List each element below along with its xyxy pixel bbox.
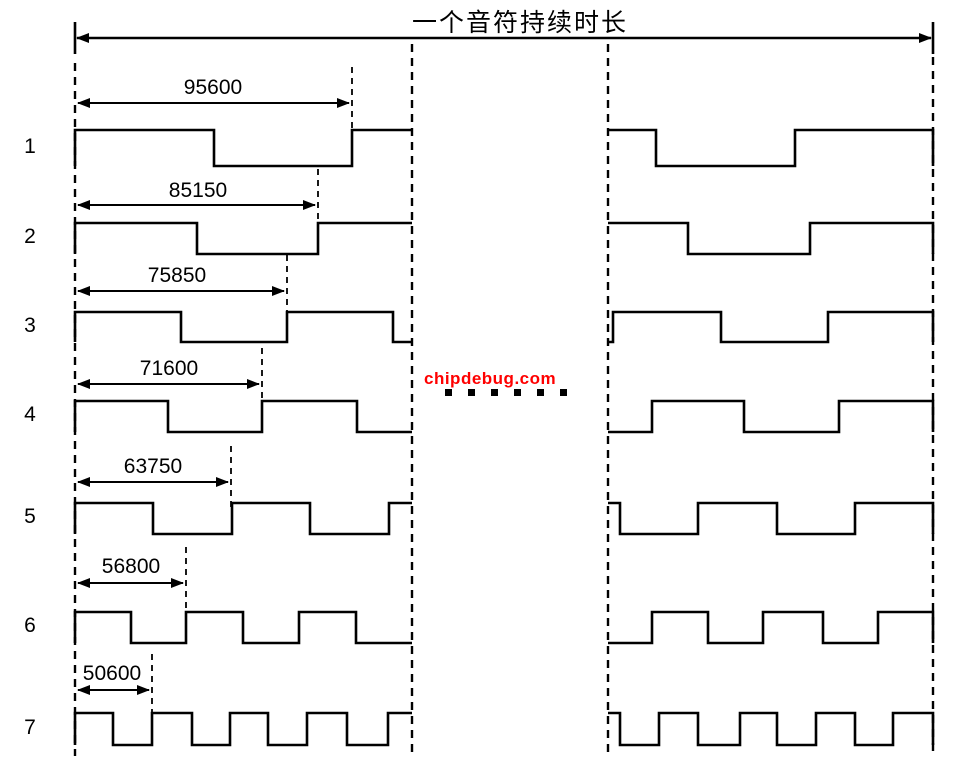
row-label: 5 [24,505,36,528]
row-label: 2 [24,225,36,248]
waveform-row-7-left [73,711,412,747]
continuation-dot [560,389,567,396]
row-label: 7 [24,716,36,739]
waveform-row-3-left [73,310,412,344]
waveform-row-7-right [608,711,935,747]
waveform-row-2-right [608,221,935,256]
continuation-dot [537,389,544,396]
row-label: 1 [24,135,36,158]
period-value: 50600 [82,662,142,685]
waveform-row-3-right [608,310,935,344]
waveform-row-6-right [608,610,935,645]
waveform-row-4-right [608,399,935,434]
waveform-row-1-left [73,128,412,168]
waveform-row-5-right [608,501,935,536]
continuation-dot [468,389,475,396]
period-value: 63750 [123,455,183,478]
page-title: 一个音符持续时长 [411,9,628,37]
watermark-text: chipdebug.com [424,369,557,388]
row-label: 6 [24,614,36,637]
waveform-row-2-left [73,221,412,256]
waveform-row-6-left [73,610,412,645]
period-value: 95600 [183,76,243,99]
waveform-row-5-left [73,501,412,536]
continuation-dot [445,389,452,396]
row-label: 3 [24,314,36,337]
period-value: 56800 [101,555,161,578]
waveform-row-1-right [608,128,935,168]
row-label: 4 [24,403,36,426]
continuation-dot [491,389,498,396]
waveform-row-4-left [73,399,412,434]
period-value: 75850 [147,264,207,287]
continuation-dot [514,389,521,396]
period-value: 85150 [168,179,228,202]
period-value: 71600 [139,357,199,380]
